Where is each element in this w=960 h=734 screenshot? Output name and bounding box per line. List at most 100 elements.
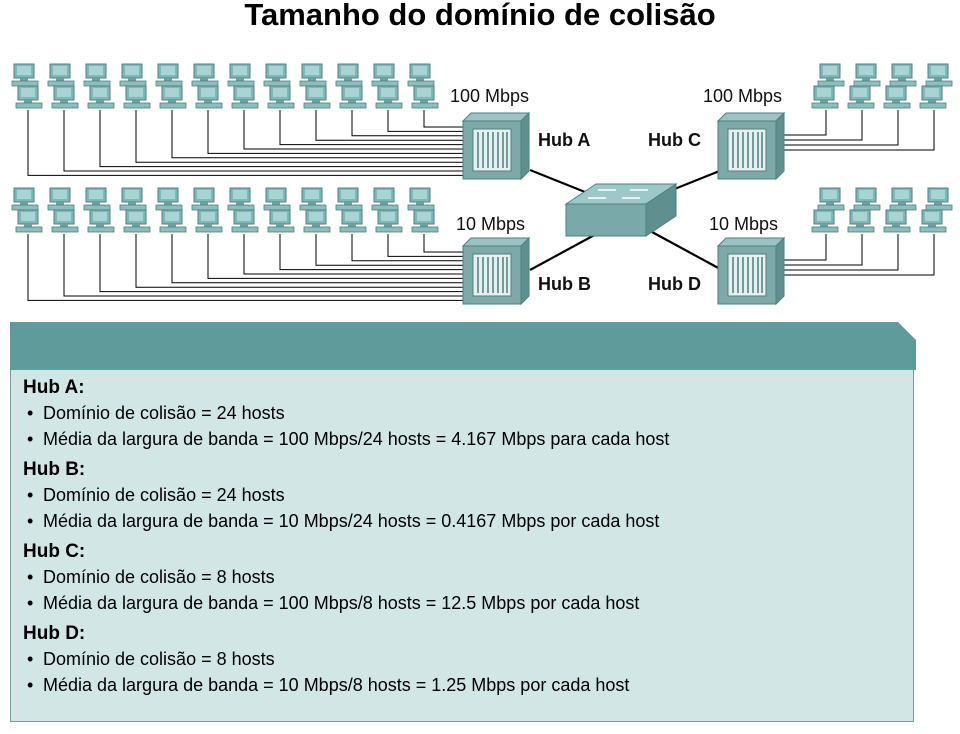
hub-c-heading: Hub C: xyxy=(23,541,86,562)
hub-b-speed: 10 Mbps xyxy=(456,214,525,234)
hub-d-bandwidth: Média da largura de banda = 10 Mbps/8 ho… xyxy=(23,672,901,698)
host-cable xyxy=(243,110,463,150)
hub-b-collision-domain: Domínio de colisão = 24 hosts xyxy=(23,482,901,508)
hub-b-icon xyxy=(462,237,530,305)
hub-a-collision-domain: Domínio de colisão = 24 hosts xyxy=(23,400,901,426)
host-pc-icon xyxy=(303,85,331,109)
host-pc-icon xyxy=(371,187,399,211)
host-pc-icon xyxy=(159,209,187,233)
host-pc-icon xyxy=(411,85,439,109)
hub-c-hosts xyxy=(784,63,953,151)
host-pc-icon xyxy=(883,85,911,109)
hub-b-heading: Hub B: xyxy=(23,459,86,480)
host-pc-icon xyxy=(195,209,223,233)
host-pc-icon xyxy=(11,63,39,87)
host-cable xyxy=(63,110,463,172)
hub-c-bandwidth: Média da largura de banda = 100 Mbps/8 h… xyxy=(23,590,901,616)
host-cable xyxy=(784,234,899,271)
hub-a-speed: 100 Mbps xyxy=(450,86,529,106)
host-cable xyxy=(315,110,463,141)
hub-d-speed: 10 Mbps xyxy=(709,214,778,234)
host-pc-icon xyxy=(123,85,151,109)
host-cable xyxy=(784,110,863,141)
hub-b-section: Hub B: Domínio de colisão = 24 hosts Méd… xyxy=(23,458,901,534)
host-cable xyxy=(784,110,899,146)
host-cable xyxy=(27,110,463,176)
hub-b-label: Hub B xyxy=(538,274,591,294)
host-cable xyxy=(784,110,827,136)
hub-c-label: Hub C xyxy=(648,130,701,150)
host-cable xyxy=(351,110,463,137)
hub-a-heading: Hub A: xyxy=(23,377,85,398)
host-cable xyxy=(423,234,463,253)
host-pc-icon xyxy=(299,63,327,87)
host-pc-icon xyxy=(191,187,219,211)
host-pc-icon xyxy=(919,209,947,233)
host-cable xyxy=(279,110,463,146)
host-pc-icon xyxy=(883,209,911,233)
host-pc-icon xyxy=(847,209,875,233)
host-pc-icon xyxy=(303,209,331,233)
host-pc-icon xyxy=(299,187,327,211)
host-pc-icon xyxy=(227,187,255,211)
host-cable xyxy=(171,234,463,284)
host-pc-icon xyxy=(339,85,367,109)
host-pc-icon xyxy=(15,209,43,233)
host-cable xyxy=(243,234,463,275)
host-cable xyxy=(387,234,463,257)
hub-d-section: Hub D: Domínio de colisão = 8 hosts Médi… xyxy=(23,622,901,698)
hub-a-icon xyxy=(462,112,530,180)
host-pc-icon xyxy=(925,187,953,211)
panel-body: Hub A: Domínio de colisão = 24 hosts Méd… xyxy=(10,370,914,722)
page-title: Tamanho do domínio de colisão xyxy=(244,0,716,32)
host-pc-icon xyxy=(407,187,435,211)
host-pc-icon xyxy=(853,187,881,211)
switch-icon xyxy=(564,183,678,237)
host-cable xyxy=(351,234,463,262)
hub-d-collision-domain: Domínio de colisão = 8 hosts xyxy=(23,646,901,672)
host-pc-icon xyxy=(847,85,875,109)
host-pc-icon xyxy=(83,187,111,211)
host-pc-icon xyxy=(267,85,295,109)
host-pc-icon xyxy=(263,63,291,87)
host-pc-icon xyxy=(335,63,363,87)
host-pc-icon xyxy=(371,63,399,87)
hub-d-label: Hub D xyxy=(648,274,701,294)
host-cable xyxy=(423,110,463,128)
host-cable xyxy=(99,110,463,168)
hub-a-section: Hub A: Domínio de colisão = 24 hosts Méd… xyxy=(23,376,901,452)
host-pc-icon xyxy=(925,63,953,87)
hub-c-collision-domain: Domínio de colisão = 8 hosts xyxy=(23,564,901,590)
host-pc-icon xyxy=(11,187,39,211)
host-cable xyxy=(784,234,935,276)
host-cable xyxy=(784,234,863,266)
host-pc-icon xyxy=(919,85,947,109)
hub-c-section: Hub C: Domínio de colisão = 8 hosts Médi… xyxy=(23,540,901,616)
host-cable xyxy=(207,234,463,279)
host-cable xyxy=(63,234,463,297)
host-pc-icon xyxy=(889,63,917,87)
host-pc-icon xyxy=(375,85,403,109)
host-pc-icon xyxy=(155,63,183,87)
host-pc-icon xyxy=(811,85,839,109)
host-pc-icon xyxy=(817,187,845,211)
host-pc-icon xyxy=(51,85,79,109)
network-diagram: 100 Mbps Hub A 10 Mbps Hub B 100 Mbps Hu… xyxy=(11,63,953,305)
host-pc-icon xyxy=(51,209,79,233)
host-pc-icon xyxy=(817,63,845,87)
host-pc-icon xyxy=(159,85,187,109)
host-pc-icon xyxy=(155,187,183,211)
host-pc-icon xyxy=(47,63,75,87)
host-pc-icon xyxy=(231,85,259,109)
hub-d-heading: Hub D: xyxy=(23,623,86,644)
hub-b-bandwidth: Média da largura de banda = 10 Mbps/24 h… xyxy=(23,508,901,534)
host-pc-icon xyxy=(191,63,219,87)
hub-a-bandwidth: Média da largura de banda = 100 Mbps/24 … xyxy=(23,426,901,452)
host-pc-icon xyxy=(87,209,115,233)
host-cable xyxy=(207,110,463,154)
host-pc-icon xyxy=(231,209,259,233)
host-pc-icon xyxy=(375,209,403,233)
host-pc-icon xyxy=(811,209,839,233)
host-cable xyxy=(171,110,463,159)
host-cable xyxy=(784,234,827,261)
